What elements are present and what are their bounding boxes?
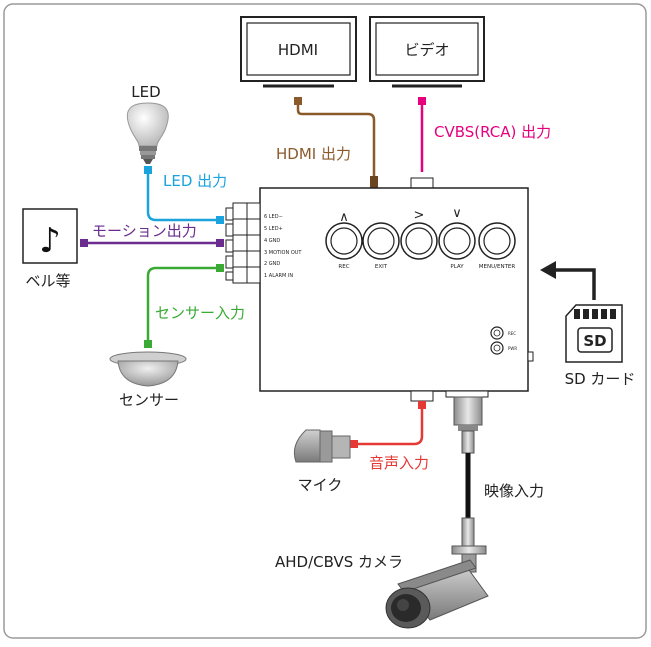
microphone: マイク [293, 429, 351, 494]
sensor-label: センサー [119, 391, 179, 409]
video-cable: 映像入力 [453, 396, 544, 547]
camera: AHD/CBVS カメラ [275, 545, 489, 629]
led-cable: LED 出力 [144, 166, 227, 224]
pwr-indicator: PWR [490, 341, 517, 355]
terminal-pin-4: 4 GND [264, 238, 280, 244]
led-label: LED [131, 83, 160, 101]
down-button[interactable]: ∨ PLAY [438, 206, 476, 270]
terminal-pin-5: 5 LED+ [264, 226, 283, 232]
rec-indicator-label: REC [508, 331, 516, 336]
motion-output-label: モーション出力 [92, 222, 197, 240]
menu-enter-button[interactable]: MENU/ENTER [478, 222, 516, 270]
terminal-pin-3: 3 MOTION OUT [264, 250, 302, 256]
rec-indicator: REC [490, 326, 516, 340]
exit-button[interactable]: EXIT [362, 222, 400, 270]
bell-device: ♪ ベル等 [22, 208, 78, 290]
sd-card: SD SD カード [565, 304, 636, 388]
cvbs-cable: CVBS(RCA) 出力 [418, 97, 551, 172]
sd-insert-arrow [540, 261, 596, 300]
up-button[interactable]: ∧ REC [325, 210, 363, 270]
hdmi-output-label: HDMI 出力 [276, 145, 351, 163]
sensor-cable: センサー入力 [144, 264, 245, 348]
hdmi-monitor: HDMI [240, 16, 357, 88]
video-monitor: ビデオ [369, 16, 485, 88]
video-monitor-label: ビデオ [404, 41, 449, 59]
bell-label: ベル等 [25, 272, 70, 290]
right-button[interactable]: > [400, 208, 438, 260]
motion-cable: モーション出力 [80, 222, 224, 247]
exit-button-label: EXIT [375, 264, 388, 270]
terminal-pin-6: 6 LED− [264, 214, 283, 220]
recorder-unit: 6 LED− 5 LED+ 4 GND 3 MOTION OUT 2 GND 1… [225, 177, 534, 402]
mic-label: マイク [298, 476, 343, 494]
led-output-label: LED 出力 [163, 172, 227, 190]
video-input-label: 映像入力 [484, 482, 544, 500]
led-bulb: LED [126, 83, 169, 164]
music-note-icon: ♪ [39, 221, 61, 261]
play-button-label: PLAY [450, 264, 464, 270]
terminal-pin-2: 2 GND [264, 261, 280, 267]
terminal-pin-1: 1 ALARM IN [264, 273, 293, 279]
audio-cable: 音声入力 [350, 401, 429, 472]
audio-input-label: 音声入力 [369, 454, 429, 472]
sensor-device: センサー [109, 351, 187, 409]
camera-label: AHD/CBVS カメラ [275, 553, 403, 571]
up-arrow-icon: ∧ [339, 210, 349, 225]
sd-logo: SD [583, 332, 606, 350]
cvbs-output-label: CVBS(RCA) 出力 [434, 123, 551, 141]
hdmi-cable: HDMI 出力 [276, 97, 378, 184]
down-arrow-icon: ∨ [452, 206, 462, 221]
hdmi-monitor-label: HDMI [278, 41, 318, 59]
rec-button-label: REC [338, 264, 349, 270]
menu-enter-button-label: MENU/ENTER [479, 264, 516, 270]
sd-card-label: SD カード [565, 370, 636, 388]
sensor-input-label: センサー入力 [155, 304, 245, 322]
right-arrow-icon: > [414, 208, 425, 223]
pwr-indicator-label: PWR [508, 346, 517, 351]
